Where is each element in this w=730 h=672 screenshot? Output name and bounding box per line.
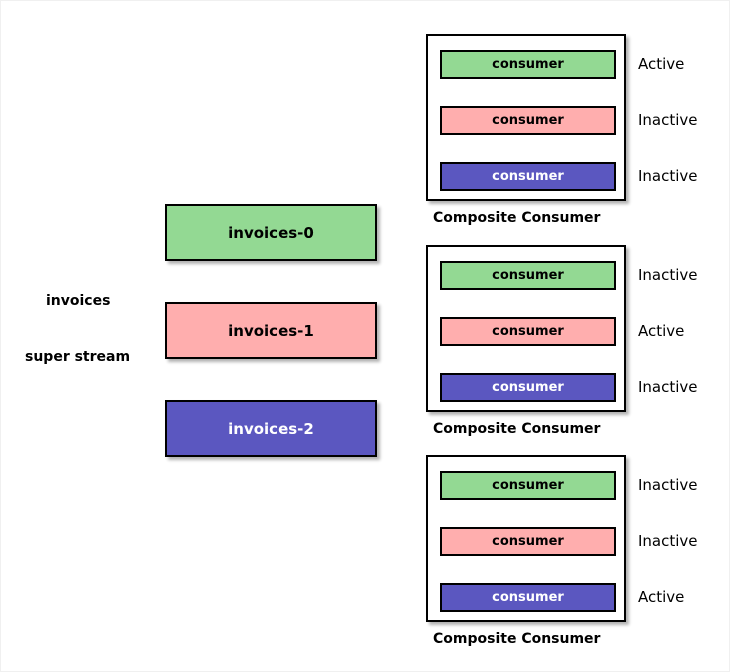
consumer-box[interactable]: consumer (440, 50, 616, 79)
consumer-box[interactable]: consumer (440, 106, 616, 135)
consumer-box[interactable]: consumer (440, 471, 616, 500)
consumer-state-label: Inactive (638, 378, 698, 396)
consumer-box[interactable]: consumer (440, 527, 616, 556)
stream-partition-label: invoices-2 (228, 419, 314, 438)
composite-consumer-box[interactable]: consumer consumer consumer (426, 245, 626, 412)
consumer-state-label: Active (638, 588, 685, 606)
stream-name-label: invoices (46, 293, 111, 309)
consumer-state-label: Inactive (638, 167, 698, 185)
composite-consumer-box[interactable]: consumer consumer consumer (426, 455, 626, 622)
stream-partition-0[interactable]: invoices-0 (165, 204, 377, 261)
consumer-label: consumer (492, 380, 564, 395)
consumer-box[interactable]: consumer (440, 162, 616, 191)
composite-consumer-caption: Composite Consumer (433, 421, 601, 437)
consumer-state-label: Inactive (638, 111, 698, 129)
stream-type-label: super stream (25, 349, 131, 365)
composite-consumer-caption: Composite Consumer (433, 210, 601, 226)
consumer-state-label: Active (638, 55, 685, 73)
consumer-label: consumer (492, 169, 564, 184)
consumer-label: consumer (492, 590, 564, 605)
stream-partition-1[interactable]: invoices-1 (165, 302, 377, 359)
consumer-box[interactable]: consumer (440, 261, 616, 290)
consumer-box[interactable]: consumer (440, 317, 616, 346)
consumer-box[interactable]: consumer (440, 373, 616, 402)
consumer-state-label: Inactive (638, 266, 698, 284)
consumer-state-label: Inactive (638, 532, 698, 550)
consumer-label: consumer (492, 268, 564, 283)
composite-consumer-caption: Composite Consumer (433, 631, 601, 647)
composite-consumer-box[interactable]: consumer consumer consumer (426, 34, 626, 201)
stream-partition-2[interactable]: invoices-2 (165, 400, 377, 457)
stream-partition-label: invoices-1 (228, 321, 314, 340)
consumer-state-label: Inactive (638, 476, 698, 494)
stream-partition-label: invoices-0 (228, 223, 314, 242)
consumer-label: consumer (492, 113, 564, 128)
consumer-label: consumer (492, 478, 564, 493)
consumer-state-label: Active (638, 322, 685, 340)
consumer-label: consumer (492, 324, 564, 339)
consumer-label: consumer (492, 534, 564, 549)
consumer-label: consumer (492, 57, 564, 72)
consumer-box[interactable]: consumer (440, 583, 616, 612)
